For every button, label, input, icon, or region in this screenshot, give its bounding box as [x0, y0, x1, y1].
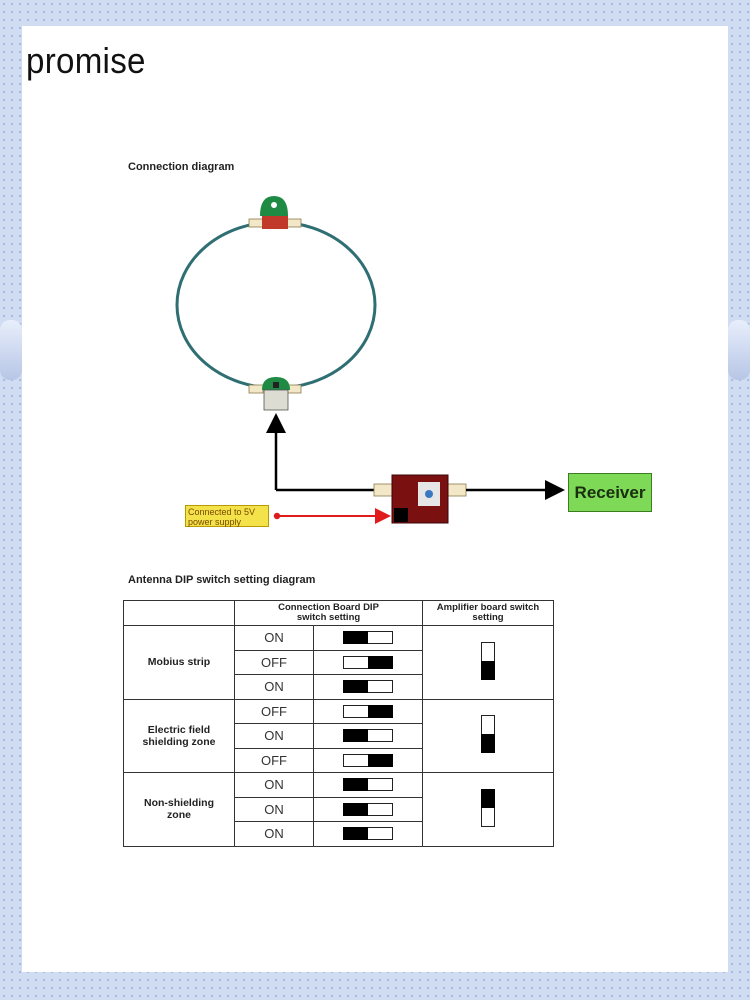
dip-switch-knob — [368, 655, 393, 669]
amp-switch-icon — [481, 788, 495, 827]
dip-switch-knob — [368, 753, 393, 767]
header-amp-line2: setting — [472, 612, 504, 623]
amp-switch-cell — [422, 772, 554, 847]
zone-label-line1: Electric field — [147, 723, 211, 736]
dip-switch-icon — [343, 802, 393, 816]
right-edge-decoration — [728, 320, 750, 380]
dip-switch-cell — [313, 649, 423, 675]
dip-switch-knob — [343, 729, 368, 743]
top-connector-module — [248, 196, 302, 229]
zone-label-line2: zone — [167, 809, 191, 822]
receiver-label: Receiver — [574, 482, 646, 502]
dip-switch-knob — [343, 631, 368, 645]
amp-switch-icon — [481, 715, 495, 754]
header-amp-line1: Amplifier board switch — [436, 602, 540, 613]
switch-state: ON — [234, 674, 314, 700]
zone-label-line2: shielding zone — [142, 735, 216, 748]
dip-switch-knob — [343, 802, 368, 816]
dip-switch-cell — [313, 674, 423, 700]
dip-switch-icon — [343, 827, 393, 841]
amp-switch-knob — [481, 660, 495, 680]
switch-state: OFF — [234, 747, 314, 773]
dip-switch-cell — [313, 796, 423, 822]
dip-switch-cell — [313, 625, 423, 651]
brand-title: promise — [26, 40, 146, 81]
amp-switch-cell — [422, 625, 554, 700]
dip-switch-icon — [343, 778, 393, 792]
table-row: OFF — [124, 747, 554, 773]
bottom-connector-module — [248, 377, 302, 411]
header-board: Connection Board DIP switch setting — [234, 600, 423, 626]
dip-switch-icon — [343, 704, 393, 718]
dip-switch-cell — [313, 772, 423, 798]
table-row: ON — [124, 723, 554, 749]
switch-state: ON — [234, 625, 314, 651]
dip-switch-cell — [313, 723, 423, 749]
table-row: ON — [124, 674, 554, 700]
power-note-line1: Connected to 5V — [188, 507, 256, 517]
table-row: ON — [124, 821, 554, 847]
left-edge-decoration — [0, 320, 22, 380]
table-row: OFF — [124, 649, 554, 675]
dip-switch-cell — [313, 698, 423, 724]
header-amp: Amplifier board switch setting — [422, 600, 554, 626]
dip-switch-icon — [343, 729, 393, 743]
header-board-line1: Connection Board DIP — [278, 602, 379, 613]
header-board-line2: switch setting — [296, 612, 361, 623]
dip-switch-icon — [343, 655, 393, 669]
dip-switch-cell — [313, 821, 423, 847]
amp-switch-knob — [481, 734, 495, 754]
switch-state: OFF — [234, 698, 314, 724]
header-zone — [123, 600, 235, 626]
dip-switch-cell — [313, 747, 423, 773]
amp-switch-knob — [481, 788, 495, 808]
switch-state: ON — [234, 821, 314, 847]
amp-switch-cell — [422, 698, 554, 773]
switch-state: ON — [234, 796, 314, 822]
table-header-row: Connection Board DIP switch setting Ampl… — [123, 600, 554, 626]
dip-switch-knob — [368, 704, 393, 718]
switch-state: ON — [234, 772, 314, 798]
switch-state: OFF — [234, 649, 314, 675]
table-row: ON — [124, 796, 554, 822]
receiver-box: Receiver — [568, 473, 652, 512]
power-supply-note: Connected to 5V power supply — [185, 505, 269, 527]
dip-switch-icon — [343, 680, 393, 694]
dip-switch-knob — [343, 778, 368, 792]
loop-antenna — [175, 220, 377, 390]
dip-switch-knob — [343, 680, 368, 694]
dip-diagram-title: Antenna DIP switch setting diagram — [128, 574, 316, 586]
dip-switch-icon — [343, 631, 393, 645]
switch-state: ON — [234, 723, 314, 749]
dip-switch-knob — [343, 827, 368, 841]
amplifier-board — [373, 474, 467, 524]
zone-label-line1: Non-shielding — [144, 797, 214, 810]
zone-label: Mobius strip — [123, 625, 235, 700]
zone-label-line1: Mobius strip — [147, 656, 211, 669]
connection-diagram-title: Connection diagram — [128, 161, 235, 173]
dip-switch-table: Connection Board DIP switch setting Ampl… — [123, 600, 554, 847]
dip-switch-icon — [343, 753, 393, 767]
power-note-line2: power supply — [188, 517, 242, 527]
amp-switch-icon — [481, 641, 495, 680]
